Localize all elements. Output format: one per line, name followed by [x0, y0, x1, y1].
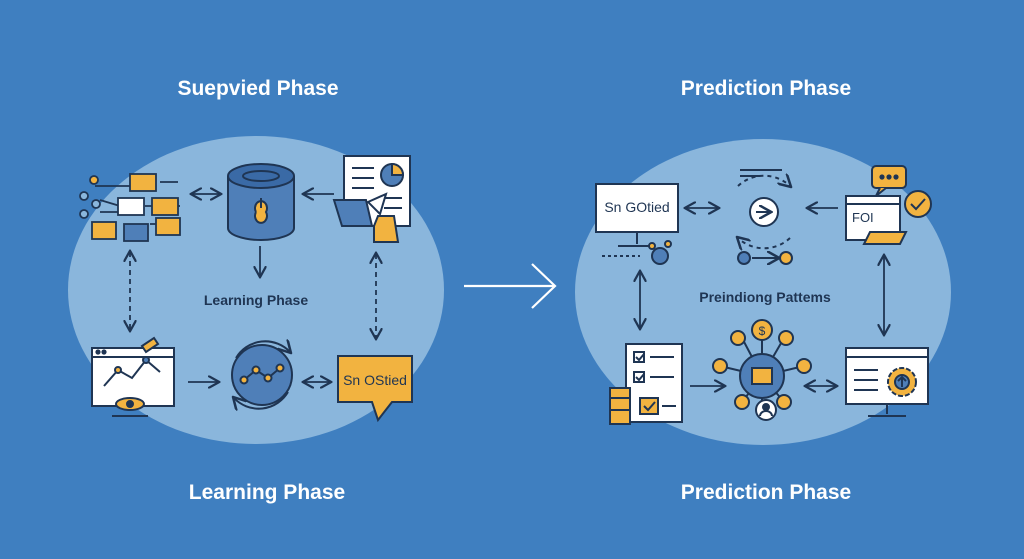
- predicting-patterns-label: Preindiong Pattems: [699, 289, 831, 305]
- heading-supervised-phase: Suepvied Phase: [177, 77, 339, 100]
- heading-prediction-phase-bottom: Prediction Phase: [680, 481, 852, 504]
- heading-learning-phase: Learning Phase: [188, 481, 346, 504]
- database-icon: [227, 163, 295, 241]
- network-cluster-icon: $: [712, 319, 812, 421]
- checklist-icon: [609, 343, 683, 425]
- heading-prediction-phase-top: Prediction Phase: [680, 77, 852, 100]
- callout-label: Sn OStied: [343, 372, 407, 388]
- flowchart-icon: [79, 173, 181, 242]
- left-cycle-arrows: [130, 194, 376, 382]
- monitor-icon: Sn GOtied: [595, 183, 679, 265]
- report-document-icon: [332, 155, 411, 243]
- process-hub-icon: [738, 169, 793, 265]
- dollar-icon: $: [759, 324, 766, 338]
- monitor-label: Sn GOtied: [604, 199, 669, 215]
- callout-bubble: Sn OStied: [337, 355, 413, 423]
- refresh-cycle-icon: [231, 341, 293, 408]
- phase-transition-arrow: [464, 263, 557, 309]
- settings-monitor-icon: [845, 347, 929, 417]
- document-chat-icon: FOI: [845, 165, 932, 245]
- document-label: FOI: [852, 210, 874, 225]
- browser-analytics-icon: [91, 336, 175, 417]
- learning-phase-center-label: Learning Phase: [204, 292, 308, 308]
- right-cycle-arrows: [640, 208, 884, 386]
